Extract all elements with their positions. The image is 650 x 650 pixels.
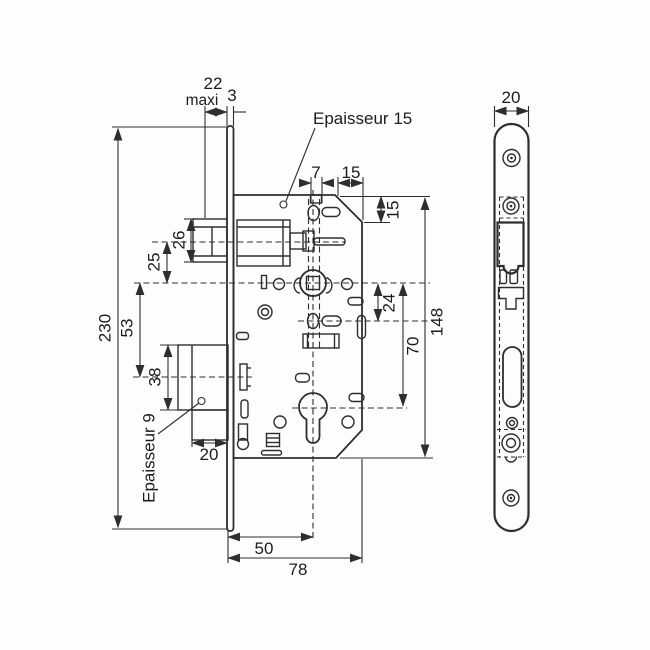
note-epaisseur-9: Epaisseur 9	[139, 413, 158, 503]
top-pill-slot	[321, 206, 341, 218]
screw-center	[509, 496, 513, 500]
screw-ring-inner	[508, 419, 516, 427]
dim-label-20-bolt: 20	[200, 445, 219, 464]
screw-ring-inner	[506, 153, 517, 163]
screw-hole-upper	[502, 197, 520, 215]
follower-square-hole	[305, 275, 321, 291]
dim-label-25: 25	[144, 253, 163, 272]
follower-lobe-right	[325, 277, 333, 294]
screw-ring-inner	[506, 493, 516, 503]
guide-bar-1	[239, 363, 248, 391]
follower-lobe-left	[293, 277, 301, 294]
cylinder-screw-left	[273, 415, 287, 429]
faceplate-front	[493, 122, 530, 533]
case-outline	[232, 194, 363, 459]
latch-bolt	[192, 218, 346, 267]
dim-label-15-top: 15	[342, 163, 361, 182]
grommet-outer	[257, 304, 273, 320]
dim-label-22: 22	[204, 74, 223, 93]
hole-left-of-follower	[272, 277, 286, 291]
guide-roller	[236, 437, 250, 451]
screw-ring-outer	[505, 416, 519, 430]
screw-hole-lower	[501, 433, 521, 463]
dim-label-148: 148	[427, 308, 446, 336]
small-slot-right	[509, 269, 519, 285]
bracket-box	[302, 333, 340, 349]
cylinder-opening	[502, 346, 523, 408]
dim-label-38: 38	[145, 368, 164, 387]
dim-label-20-plate: 20	[502, 88, 521, 107]
dim-label-70: 70	[403, 337, 422, 356]
right-pill-upper	[347, 296, 364, 306]
screw-ring-inner	[506, 201, 516, 211]
dim-label-maxi: maxi	[186, 92, 219, 109]
dim-label-50: 50	[255, 539, 274, 558]
right-pill-lower	[348, 392, 365, 403]
mid-oval-hole	[306, 312, 320, 330]
screw-ring-inner	[505, 437, 517, 449]
hole-right-of-follower	[340, 277, 354, 291]
leader-line-epaisseur-9	[157, 402, 200, 435]
cylinder-profile-hole	[298, 392, 328, 444]
leader-dot-epaisseur-15	[279, 200, 288, 209]
screw-ring-outer	[501, 433, 521, 453]
deadbolt-step	[191, 409, 229, 441]
euro-cylinder	[260, 392, 355, 456]
follower-hub	[293, 269, 333, 297]
dim-label-26: 26	[169, 231, 188, 250]
dimensions-side: 230 22 maxi 3 Epaisseur 15 7 15 15 26	[95, 74, 446, 579]
screw-ring-outer	[502, 489, 520, 507]
small-slot-left	[499, 269, 508, 285]
clamp-block	[265, 432, 281, 448]
cylinder-screw-right	[341, 415, 355, 429]
faceplate-side	[226, 125, 235, 532]
guide-pill	[235, 331, 250, 341]
dim-label-53: 53	[117, 319, 136, 338]
screw-hole-top	[502, 148, 521, 168]
pill-above-cylinder	[294, 372, 311, 383]
guide-bar-2	[240, 399, 249, 419]
grommet-inner	[260, 307, 270, 317]
screw-notch	[504, 456, 518, 463]
dim-label-7: 7	[311, 163, 320, 182]
case-holes	[257, 194, 367, 403]
lock-case	[232, 194, 363, 459]
bottom-slot	[260, 449, 283, 456]
spring-pin	[313, 237, 346, 246]
screw-center	[509, 204, 513, 208]
screw-ring-outer	[502, 197, 520, 215]
leader-dot-epaisseur-9	[197, 396, 206, 406]
faceplate-side-view	[226, 125, 235, 532]
dim-label-230: 230	[95, 314, 114, 342]
slot-left-of-follower	[260, 274, 268, 290]
screw-hole-bottom	[502, 489, 520, 507]
follower-circle	[299, 269, 327, 297]
dim-label-24: 24	[379, 294, 398, 313]
dim-label-3: 3	[227, 86, 236, 105]
note-epaisseur-15: Epaisseur 15	[313, 109, 412, 128]
screw-hole-small	[505, 416, 519, 430]
guide-bar-3	[237, 423, 249, 441]
mid-pill-slot	[321, 315, 342, 327]
screw-ring-outer	[502, 148, 521, 168]
leader-line-epaisseur-15	[285, 127, 316, 202]
right-vertical-slot	[356, 314, 367, 340]
deadbolt	[177, 331, 251, 451]
latch-opening	[496, 221, 525, 275]
screw-center	[510, 156, 513, 160]
latch-tail	[289, 232, 307, 250]
faceplate-front-view: 20	[493, 88, 530, 533]
t-cutout	[497, 286, 525, 310]
dim-label-78: 78	[289, 560, 308, 579]
top-oval-hole	[307, 204, 320, 222]
dim-label-15-chamfer: 15	[383, 201, 402, 220]
